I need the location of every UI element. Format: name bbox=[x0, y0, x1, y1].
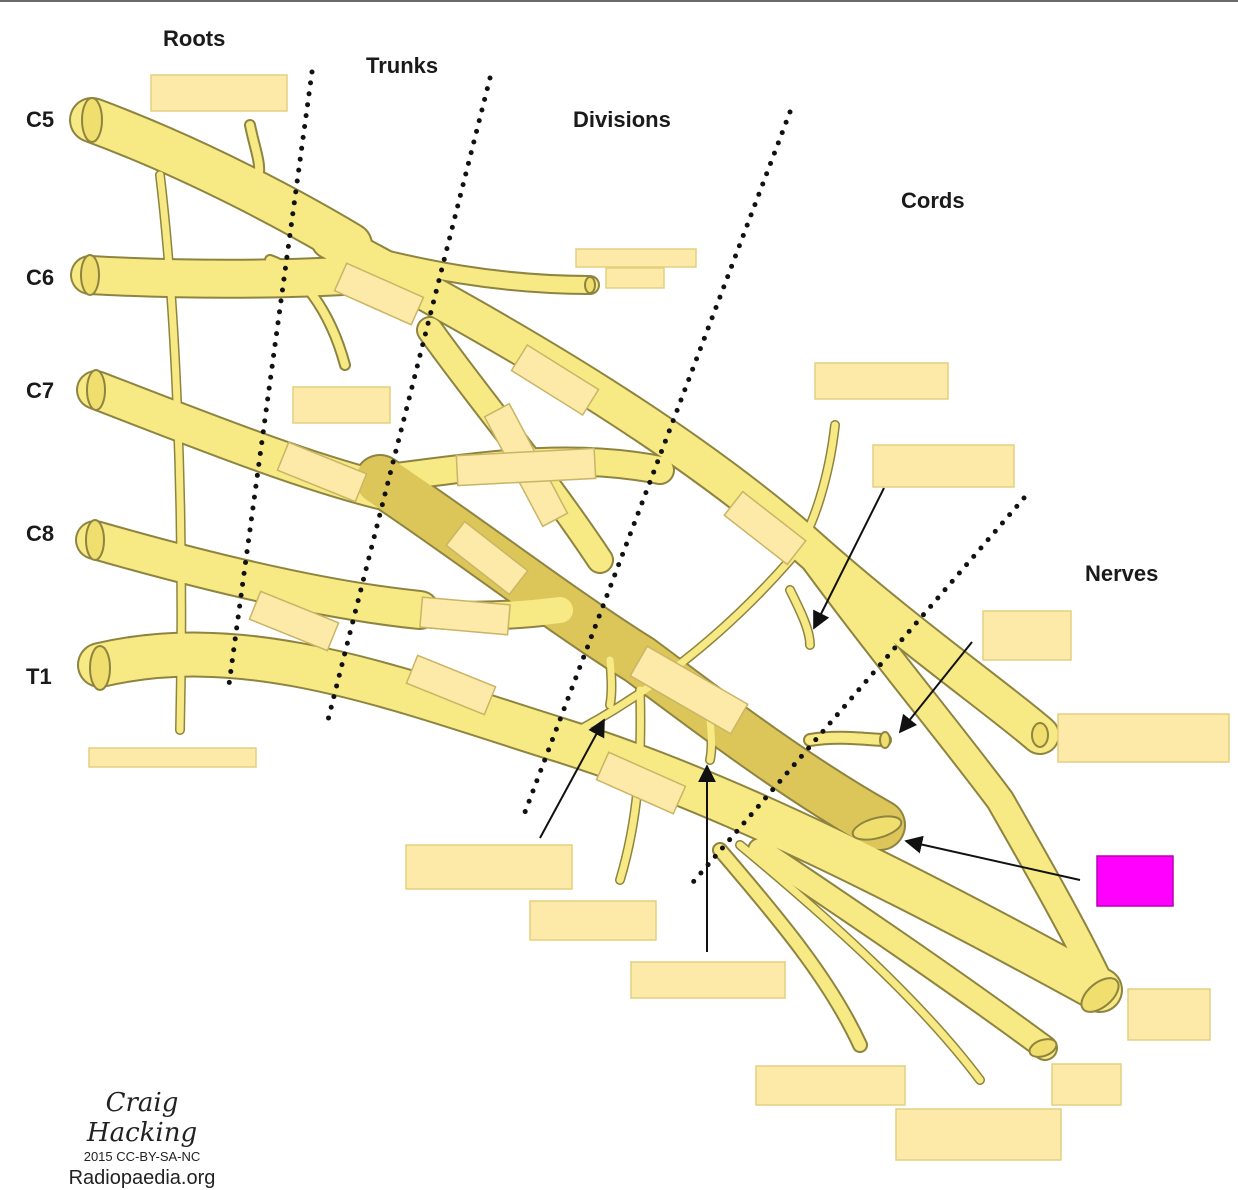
arrow-icon bbox=[904, 835, 1081, 881]
section-dividers bbox=[225, 69, 1027, 891]
root-label-c7: C7 bbox=[26, 378, 55, 403]
label-box[interactable] bbox=[605, 267, 665, 289]
label-box[interactable] bbox=[872, 444, 1015, 488]
arrow-icon bbox=[813, 487, 885, 630]
label-box[interactable] bbox=[455, 447, 597, 487]
label-box[interactable] bbox=[88, 747, 257, 768]
root-label-c6: C6 bbox=[26, 265, 55, 290]
arrow-icon bbox=[539, 718, 605, 839]
label-box[interactable] bbox=[1057, 713, 1230, 763]
heading-roots: Roots bbox=[163, 26, 226, 51]
label-box[interactable] bbox=[445, 520, 529, 596]
author-signature: Craig Hacking bbox=[86, 1088, 198, 1148]
label-box[interactable] bbox=[248, 590, 340, 652]
label-box[interactable] bbox=[333, 262, 425, 326]
label-box[interactable] bbox=[575, 248, 697, 268]
label-box[interactable] bbox=[276, 441, 368, 503]
label-box[interactable] bbox=[405, 654, 497, 716]
credit-block: Craig Hacking 2015 CC-BY-SA-NC Radiopaed… bbox=[52, 1088, 232, 1190]
label-box[interactable] bbox=[595, 751, 687, 815]
label-box[interactable] bbox=[755, 1065, 906, 1106]
heading-divisions: Divisions bbox=[573, 107, 671, 132]
label-box[interactable] bbox=[510, 343, 600, 417]
label-box[interactable] bbox=[419, 596, 511, 636]
divider-trunks-divisions bbox=[325, 75, 493, 723]
label-box[interactable] bbox=[1051, 1063, 1122, 1106]
divider-cords-nerves bbox=[685, 495, 1027, 891]
site-name: Radiopaedia.org bbox=[68, 1167, 216, 1189]
root-label-c5: C5 bbox=[26, 107, 55, 132]
answer-boxes bbox=[88, 74, 1230, 1161]
label-box[interactable] bbox=[895, 1108, 1062, 1161]
label-box[interactable] bbox=[723, 490, 807, 566]
label-box[interactable] bbox=[630, 961, 786, 999]
label-box[interactable] bbox=[982, 610, 1072, 661]
top-border bbox=[0, 0, 1238, 2]
label-box[interactable] bbox=[405, 844, 573, 890]
label-box[interactable] bbox=[529, 900, 657, 941]
heading-trunks: Trunks bbox=[366, 53, 439, 78]
label-box[interactable] bbox=[814, 362, 949, 400]
root-label-t1: T1 bbox=[26, 664, 52, 689]
label-box[interactable] bbox=[1127, 988, 1211, 1041]
label-box[interactable] bbox=[150, 74, 288, 112]
pointer-arrows bbox=[539, 487, 1081, 952]
heading-cords: Cords bbox=[901, 188, 965, 213]
highlighted-label-box[interactable] bbox=[1096, 855, 1174, 907]
root-label-c8: C8 bbox=[26, 521, 55, 546]
arrow-icon bbox=[898, 641, 973, 734]
heading-nerves: Nerves bbox=[1085, 561, 1159, 586]
license-text: 2015 CC-BY-SA-NC bbox=[83, 1149, 201, 1164]
answer-boxes-on-nerves bbox=[248, 262, 807, 815]
label-box[interactable] bbox=[292, 386, 391, 424]
label-box[interactable] bbox=[629, 645, 749, 735]
